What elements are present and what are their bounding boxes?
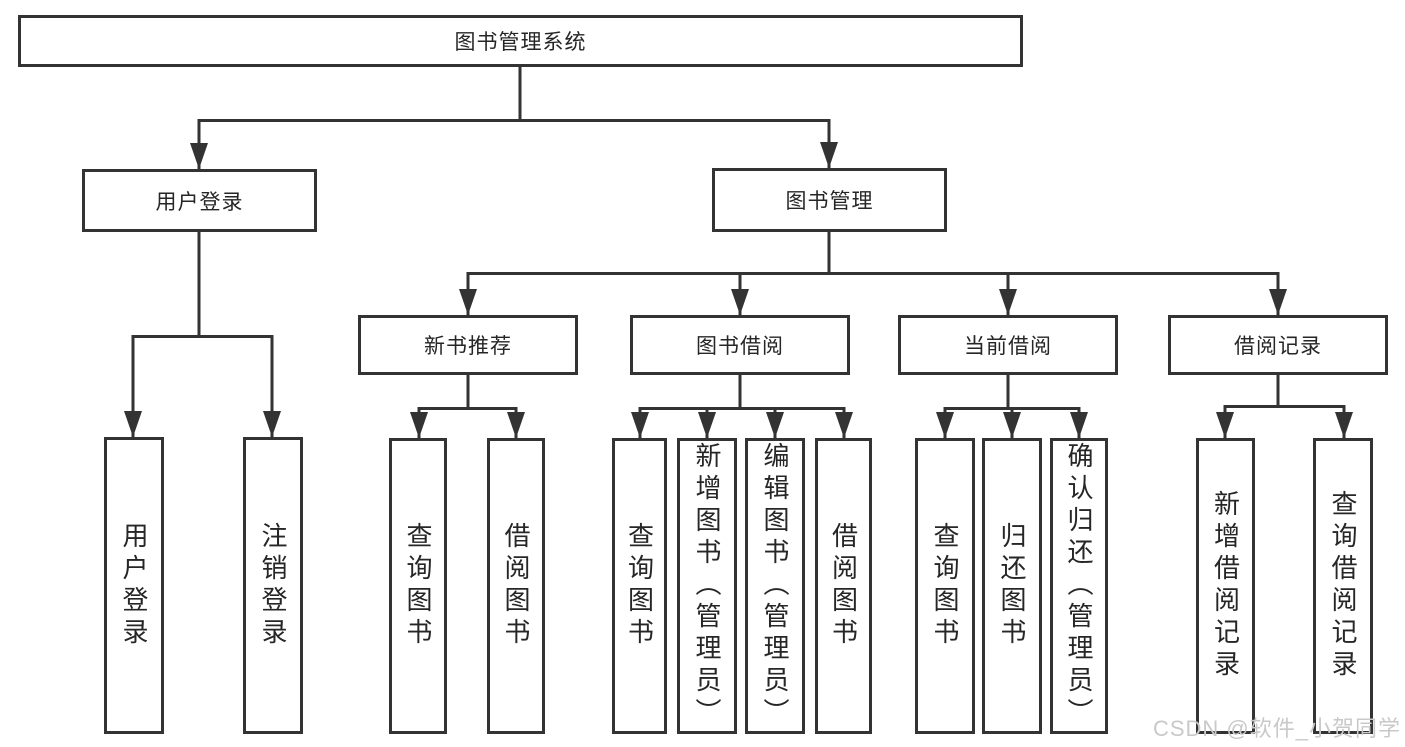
node-root-system: 图书管理系统 — [18, 15, 1023, 67]
leaf-borrow-borrow-book: 借阅图书 — [815, 438, 872, 734]
leaf-current-confirm-return: 确认归还（管理员） — [1050, 438, 1108, 734]
leaf-current-query-book-label: 查询图书 — [930, 522, 960, 650]
csdn-watermark: CSDN @软件_小贺同学 — [1152, 716, 1401, 741]
leaf-current-return-book: 归还图书 — [982, 438, 1042, 734]
leaf-record-query-borrow-label: 查询借阅记录 — [1328, 490, 1358, 682]
connector-user-login-trunk — [131, 232, 274, 338]
node-new-book-recommend: 新书推荐 — [358, 315, 578, 375]
leaf-recommend-borrow-book: 借阅图书 — [487, 438, 545, 734]
node-current-borrow: 当前借阅 — [898, 315, 1118, 375]
connector-book-management-trunk — [466, 232, 1280, 275]
node-book-management-branch-label: 图书管理 — [785, 190, 874, 213]
node-borrow-record-label: 借阅记录 — [1234, 335, 1322, 358]
leaf-recommend-query-book-label: 查询图书 — [403, 522, 433, 650]
leaf-current-query-book: 查询图书 — [915, 438, 975, 734]
node-root-system-label: 图书管理系统 — [454, 31, 587, 54]
leaf-user-logout-label: 注销登录 — [258, 521, 288, 650]
leaf-user-logout: 注销登录 — [243, 437, 303, 734]
leaf-current-return-book-label: 归还图书 — [997, 522, 1027, 650]
leaf-borrow-edit-book: 编辑图书（管理员） — [745, 438, 805, 734]
leaf-borrow-add-book: 新增图书（管理员） — [677, 438, 737, 734]
leaf-current-confirm-return-label: 确认归还（管理员） — [1064, 442, 1094, 730]
connector-current-trunk — [943, 375, 1081, 410]
leaf-user-login: 用户登录 — [104, 437, 164, 734]
leaf-borrow-borrow-book-label: 借阅图书 — [828, 522, 859, 650]
connector-borrow-trunk — [638, 375, 846, 410]
node-book-borrow-label: 图书借阅 — [696, 335, 784, 358]
node-book-management-branch: 图书管理 — [712, 168, 947, 232]
leaf-record-query-borrow: 查询借阅记录 — [1313, 438, 1373, 734]
leaf-borrow-query-book-label: 查询图书 — [624, 522, 655, 650]
leaf-recommend-query-book: 查询图书 — [389, 438, 447, 734]
leaf-user-login-label: 用户登录 — [119, 521, 149, 650]
connector-root-trunk — [197, 67, 831, 122]
node-new-book-recommend-label: 新书推荐 — [424, 335, 512, 358]
leaf-recommend-borrow-book-label: 借阅图书 — [501, 522, 531, 650]
leaf-borrow-edit-book-label: 编辑图书（管理员） — [760, 442, 790, 730]
leaf-record-add-borrow-label: 新增借阅记录 — [1210, 490, 1241, 682]
leaf-borrow-add-book-label: 新增图书（管理员） — [692, 442, 722, 730]
node-borrow-record: 借阅记录 — [1168, 315, 1388, 375]
node-book-borrow: 图书借阅 — [630, 315, 850, 375]
connector-record-trunk — [1223, 375, 1345, 408]
node-user-login-branch: 用户登录 — [82, 169, 317, 232]
leaf-borrow-query-book: 查询图书 — [612, 438, 667, 734]
connector-recommend-trunk — [417, 375, 517, 410]
node-user-login-branch-label: 用户登录 — [155, 190, 244, 214]
node-current-borrow-label: 当前借阅 — [964, 335, 1052, 358]
leaf-record-add-borrow: 新增借阅记录 — [1196, 438, 1255, 734]
